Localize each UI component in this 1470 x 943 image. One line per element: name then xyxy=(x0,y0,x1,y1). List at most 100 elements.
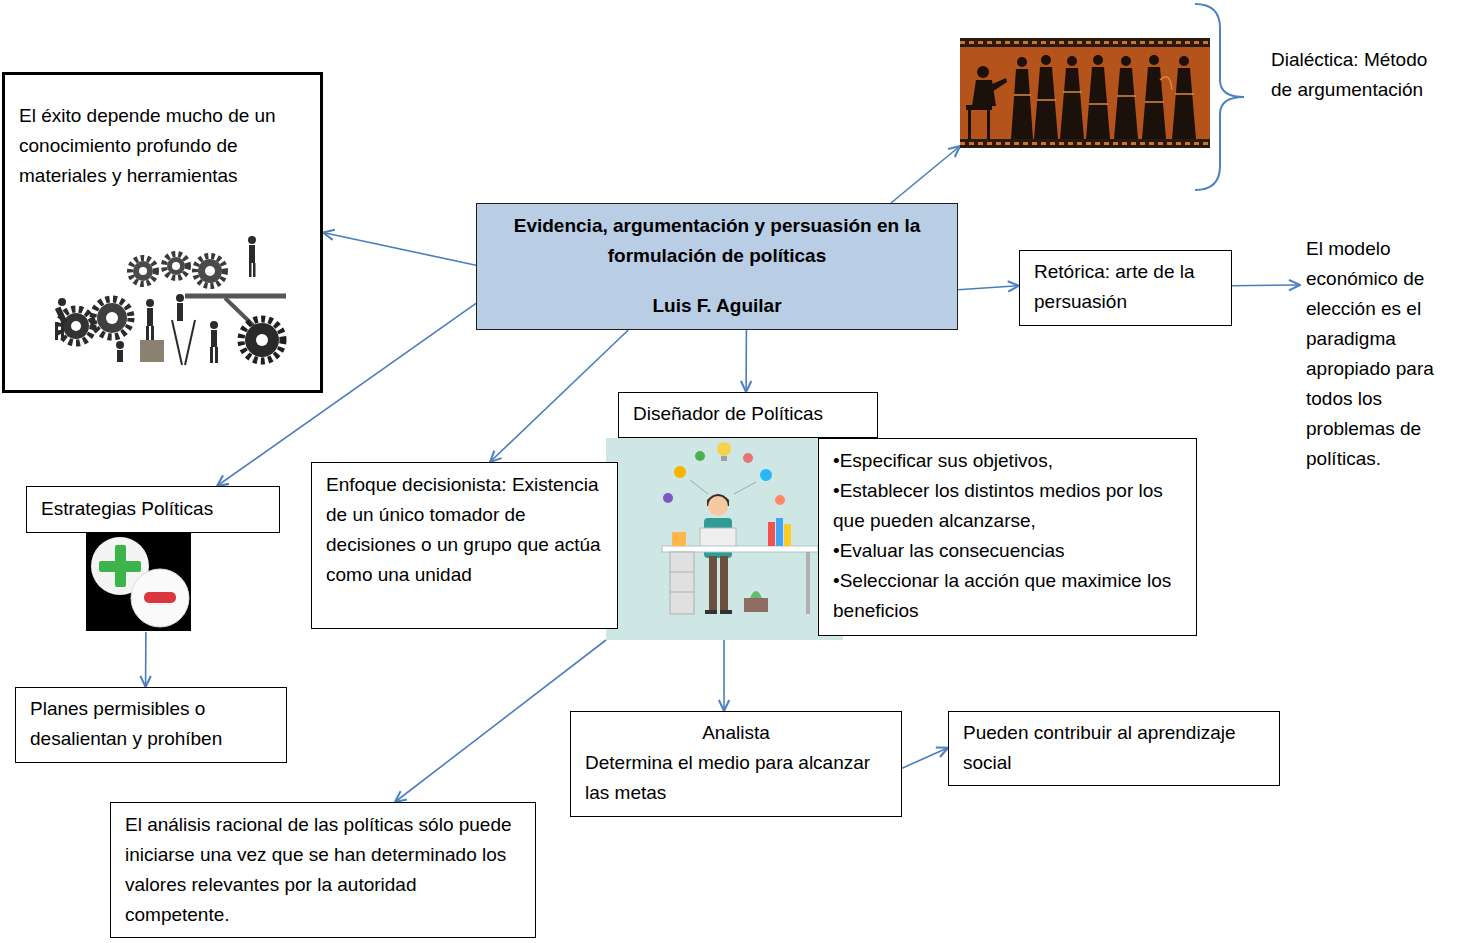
box-text: Luis F. Aguilar xyxy=(493,291,941,321)
designer-illustration xyxy=(672,532,686,546)
gears-illustration xyxy=(164,254,188,278)
greek-pottery-illustration xyxy=(960,38,1210,148)
greek-pottery-illustration xyxy=(1011,69,1033,139)
gears-illustration xyxy=(225,298,258,330)
gears-illustration xyxy=(253,263,256,277)
box-text: Retórica: arte de la persuasión xyxy=(1034,257,1217,317)
designer-illustration xyxy=(670,592,694,593)
curly-brace xyxy=(1195,4,1244,190)
greek-pottery-illustration xyxy=(1067,56,1077,66)
gears-illustration xyxy=(241,319,283,361)
greek-pottery-illustration xyxy=(1041,55,1051,65)
gears-illustration xyxy=(210,347,213,363)
designer-illustration xyxy=(606,438,843,640)
designer-illustration xyxy=(663,493,673,503)
connector-arrow xyxy=(902,748,948,768)
greek-pottery-illustration xyxy=(987,110,990,139)
gears-illustration xyxy=(106,312,118,324)
gears-illustration xyxy=(140,340,164,362)
box-text: El éxito depende mucho de un conocimient… xyxy=(19,101,284,191)
process-box: Retórica: arte de la persuasión xyxy=(1019,250,1232,326)
designer-illustration xyxy=(720,610,732,614)
designer-illustration xyxy=(709,556,717,612)
box-text: Analista xyxy=(585,718,887,748)
designer-illustration xyxy=(690,480,708,494)
greek-pottery-illustration xyxy=(1179,56,1189,66)
gears-illustration xyxy=(133,261,153,281)
gears-illustration xyxy=(249,263,252,277)
connector-arrow xyxy=(891,146,960,203)
process-box: AnalistaDetermina el medio para alcanzar… xyxy=(570,711,902,817)
designer-illustration xyxy=(670,552,694,614)
gears-illustration xyxy=(211,330,217,347)
designer-illustration xyxy=(705,610,717,614)
plus-minus-icon xyxy=(144,592,176,603)
greek-pottery-illustration xyxy=(960,38,1210,47)
gears-illustration xyxy=(195,256,225,286)
plus-minus-icon xyxy=(86,533,191,631)
greek-pottery-illustration xyxy=(1117,95,1136,97)
plus-minus-icon xyxy=(86,533,191,631)
gears-illustration xyxy=(167,257,185,275)
designer-illustration xyxy=(743,453,753,463)
gears-illustration xyxy=(59,309,93,343)
designer-illustration xyxy=(784,524,791,546)
gears-illustration xyxy=(63,313,89,339)
connector-arrow xyxy=(145,632,147,687)
greek-pottery-illustration xyxy=(968,110,971,139)
box-text: •Evaluar las consecuencias xyxy=(833,536,1182,566)
connector-arrow xyxy=(323,233,476,266)
designer-illustration xyxy=(750,591,762,598)
gears-illustration xyxy=(93,299,131,337)
gears-illustration xyxy=(55,236,286,365)
gears-illustration xyxy=(185,294,286,299)
greek-pottery-illustration xyxy=(1093,55,1103,65)
gears-illustration xyxy=(130,258,156,284)
designer-illustration xyxy=(670,572,694,573)
gears-illustration xyxy=(172,262,180,270)
greek-pottery-illustration xyxy=(960,142,1210,145)
greek-pottery-illustration xyxy=(1175,93,1194,95)
greek-pottery-illustration xyxy=(960,38,1210,148)
connector-arrow xyxy=(217,303,476,486)
greek-pottery-illustration xyxy=(1160,77,1172,90)
greek-pottery-illustration xyxy=(1060,68,1084,139)
designer-illustration xyxy=(776,518,783,546)
gears-illustration xyxy=(97,303,127,333)
designer-illustration xyxy=(662,546,818,552)
designer-illustration xyxy=(717,442,731,456)
designer-illustration xyxy=(721,456,727,461)
gears-illustration xyxy=(147,308,153,326)
designer-illustration xyxy=(708,496,728,516)
box-text: •Establecer los distintos medios por los… xyxy=(833,476,1182,536)
dialectic-callout: Dialéctica: Método de argumentación xyxy=(960,2,1450,190)
designer-illustration xyxy=(674,466,686,478)
process-box: El análisis racional de las políticas só… xyxy=(110,802,536,938)
note-text-block: El modelo económico de elección es el pa… xyxy=(1300,234,1462,474)
gears-illustration xyxy=(117,350,123,362)
heading-box: Diseñador de Políticas xyxy=(618,392,878,438)
gears-illustration xyxy=(256,334,268,346)
designer-illustration xyxy=(768,522,775,546)
greek-pottery-illustration xyxy=(1034,67,1058,139)
designer-illustration xyxy=(744,598,768,612)
greek-pottery-illustration xyxy=(1121,56,1131,66)
note-box: El éxito depende mucho de un conocimient… xyxy=(2,72,323,393)
designer-illustration xyxy=(700,528,736,548)
designer-illustration xyxy=(695,451,705,461)
greek-pottery-illustration xyxy=(1037,99,1056,101)
process-box: Pueden contribuir al aprendizaje social xyxy=(948,711,1280,786)
gears-illustration xyxy=(59,309,93,343)
designer-illustration xyxy=(720,556,728,612)
box-text: Enfoque decisionista: Existencia de un ú… xyxy=(326,470,603,590)
box-text: •Especificar sus objetivos, xyxy=(833,446,1182,476)
connector-arrow xyxy=(723,640,725,711)
gears-illustration xyxy=(176,294,184,302)
gears-illustration xyxy=(93,299,131,337)
greek-pottery-illustration xyxy=(972,80,996,106)
greek-pottery-illustration xyxy=(1014,77,1194,104)
strategy-group: Estrategias Políticas xyxy=(26,486,280,632)
central-topic-box: Evidencia, argumentación y persuasión en… xyxy=(476,203,958,330)
greek-pottery-illustration xyxy=(1145,101,1164,103)
